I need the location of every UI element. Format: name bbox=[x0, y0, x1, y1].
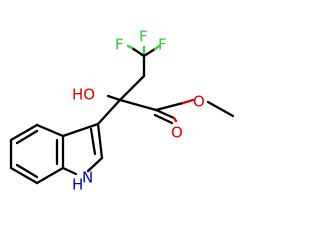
atom-carbonyl-oxygen: O bbox=[171, 124, 183, 142]
bond-benz-5 bbox=[35, 166, 65, 185]
bond-benz-4 bbox=[9, 166, 39, 185]
bond-c3-c2 bbox=[96, 122, 104, 160]
bond-benz-4-inner bbox=[15, 163, 39, 179]
bond-cf3-f2-f bbox=[126, 44, 134, 50]
atom-f-top: F bbox=[139, 28, 148, 46]
molecule-structure: F F F HO O O H N bbox=[9, 27, 235, 194]
structure-drawing: F F F HO O O H N bbox=[9, 28, 235, 194]
bond-c3-c2-inner bbox=[89, 127, 97, 156]
atom-f-right: F bbox=[158, 36, 167, 54]
bond-carbonyl-a bbox=[154, 108, 176, 120]
bond-quaternary-cf3 bbox=[118, 74, 146, 102]
bond-ester-o bbox=[154, 101, 185, 112]
atom-indole-h: H bbox=[72, 176, 83, 194]
bond-c7a-n bbox=[61, 166, 78, 176]
bond-c3-c3a bbox=[61, 122, 100, 138]
atom-ester-oxygen: O bbox=[193, 93, 205, 111]
bond-c2-n bbox=[86, 156, 104, 173]
bond-quaternary-ho bbox=[106, 94, 122, 102]
bond-cf3-f3 bbox=[142, 47, 157, 58]
bond-ester-methyl bbox=[206, 100, 235, 118]
trifluoromethyl-group bbox=[126, 44, 161, 78]
atom-indole-n: N bbox=[82, 169, 93, 187]
bond-quaternary-indole bbox=[96, 98, 122, 126]
benzene-ring bbox=[9, 123, 65, 185]
atom-f-left: F bbox=[115, 36, 124, 54]
bond-benz-2 bbox=[9, 123, 39, 142]
pyrrole-ring bbox=[61, 122, 104, 176]
bond-cf3-f2 bbox=[130, 46, 146, 58]
bond-cf3-f3-f bbox=[153, 44, 161, 51]
bond-carbonyl-o bbox=[172, 116, 178, 123]
bond-benz-2-inner bbox=[15, 129, 39, 145]
atom-hydroxyl: HO bbox=[72, 86, 95, 104]
bond-carbonyl-b bbox=[153, 113, 174, 125]
bond-benz-1 bbox=[35, 123, 65, 138]
bond-ester-o-red bbox=[181, 98, 195, 105]
bond-quaternary-ester bbox=[118, 98, 158, 112]
